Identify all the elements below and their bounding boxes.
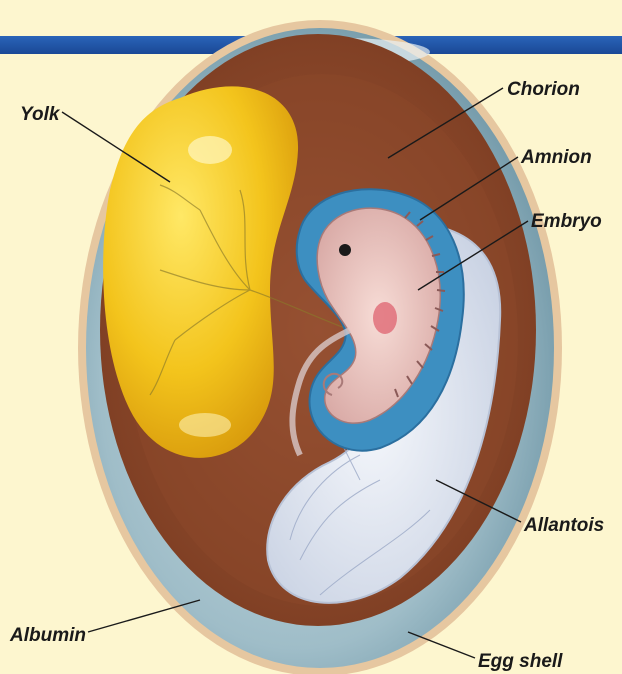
embryo-heart [373,302,397,334]
yolk-highlight [188,136,232,164]
chorion-label: Chorion [507,80,580,99]
embryo-label: Embryo [531,212,602,231]
egg-shell-label: Egg shell [478,652,562,671]
yolk-highlight-lower [179,413,231,437]
yolk-label: Yolk [20,105,59,124]
allantois-label: Allantois [524,516,604,535]
albumin-label: Albumin [10,626,86,645]
amnion-label: Amnion [521,148,592,167]
embryo-eye [339,244,351,256]
